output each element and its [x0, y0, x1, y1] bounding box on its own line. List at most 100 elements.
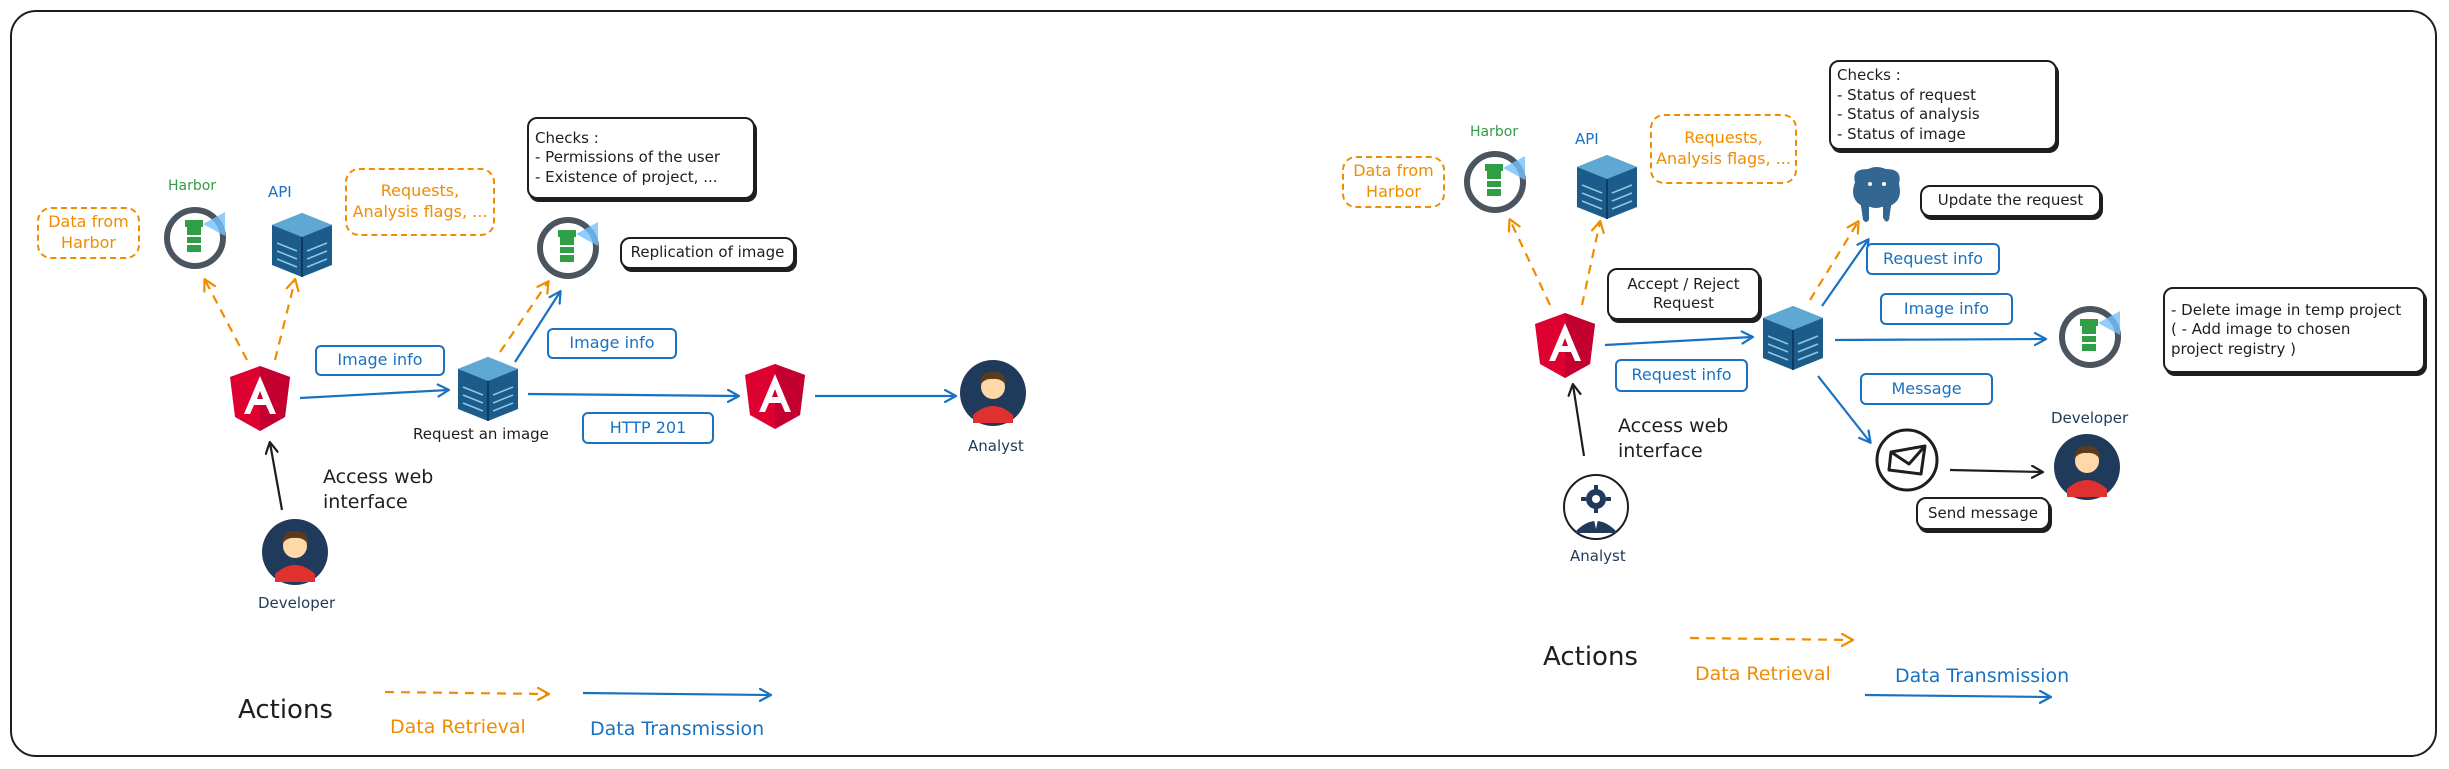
request-info-top-label: Request info [1882, 248, 1984, 268]
checks-line1: Checks : [535, 128, 599, 147]
developer-label-right: Developer [2051, 409, 2129, 427]
data-from-harbor-box-right: Data from Harbor [1342, 156, 1445, 208]
http-201-box: HTTP 201 [582, 412, 714, 444]
send-message-label: Send message [1928, 503, 2038, 522]
message-box: Message [1860, 373, 1993, 405]
arrow-frontend-to-harbor [205, 280, 248, 361]
data-from-harbor-line2: Harbor [61, 233, 116, 252]
harbor-icon [2059, 306, 2121, 368]
legend-right-retrieval: Data Retrieval [1695, 663, 1831, 685]
angular-icon [1535, 313, 1595, 378]
legend-left-retrieval-arrow [384, 692, 548, 694]
data-from-harbor-box: Data from Harbor [37, 207, 140, 259]
access-web-line2: interface [323, 491, 408, 513]
server-icon [458, 357, 518, 421]
image-info-box-2: Image info [547, 328, 677, 359]
request-image-label: Request an image [413, 425, 549, 443]
delete-image-line2: ( - Add image to chosen [2171, 320, 2351, 339]
image-info-box-1: Image info [315, 345, 445, 376]
data-from-harbor-right-line1: Data from [1353, 161, 1434, 181]
angular-icon [230, 366, 290, 431]
replication-label: Replication of image [630, 243, 785, 262]
analyst-label-right: Analyst [1570, 547, 1626, 565]
accept-reject-box: Accept / Reject Request [1607, 268, 1760, 320]
arrow-frontend-to-backend [299, 390, 448, 400]
arrow-frontend-to-harbor [1510, 220, 1551, 306]
http-201-label: HTTP 201 [609, 417, 687, 437]
arrow-backend-to-frontend2 [527, 394, 738, 396]
mail-icon [1875, 428, 1939, 492]
harbor-icon [537, 217, 599, 279]
arrow-frontend-to-api [1580, 222, 1600, 306]
api-label-right: API [1575, 130, 1599, 148]
analyst-label: Analyst [968, 437, 1024, 455]
legend-left-retrieval: Data Retrieval [390, 716, 526, 738]
legend-right-transmission: Data Transmission [1895, 665, 2070, 687]
request-info-box-top: Request info [1866, 243, 2000, 275]
arrow-frontend-to-api [273, 280, 295, 361]
legend-right-actions: Actions [1543, 642, 1638, 672]
access-web-right-line2: interface [1618, 440, 1703, 462]
harbor-icon [164, 207, 226, 269]
arrow-backend-to-harbor [1834, 339, 2045, 340]
postgres-icon [1851, 165, 1902, 224]
arrow-backend-to-harbor-replication [514, 292, 560, 363]
replication-box: Replication of image [620, 237, 795, 269]
checks-line3: - Existence of project, ... [535, 167, 718, 186]
diagram-frame [10, 10, 2437, 757]
checks-box: Checks : - Permissions of the user - Exi… [527, 117, 755, 199]
checks-right-line4: - Status of image [1837, 124, 1966, 143]
image-info-right-label: Image info [1903, 298, 1990, 318]
legend-left-transmission-arrow [582, 693, 770, 695]
harbor-icon [1464, 151, 1526, 213]
legend-left-transmission: Data Transmission [590, 718, 765, 740]
accept-reject-line2: Request [1653, 294, 1714, 312]
left-arrows [205, 280, 955, 511]
arrow-analyst-to-frontend [1573, 385, 1586, 457]
server-icon [272, 213, 332, 277]
arrow-mail-to-developer [1949, 470, 2042, 472]
data-from-harbor-right-line2: Harbor [1366, 182, 1421, 201]
checks-right-line3: - Status of analysis [1837, 105, 1980, 123]
legend-right-retrieval-arrow [1689, 638, 1852, 640]
right-arrows [1510, 220, 2045, 472]
requests-flags-box-right: Requests, Analysis flags, ... [1650, 114, 1797, 184]
api-label: API [268, 183, 292, 201]
arrow-frontend-to-backend [1604, 337, 1752, 347]
delete-image-line1: - Delete image in temp project [2171, 300, 2402, 319]
angular-icon [745, 364, 805, 429]
server-icon [1763, 306, 1823, 370]
image-info-label-1: Image info [337, 350, 423, 370]
harbor-label: Harbor [168, 178, 217, 194]
update-request-box: Update the request [1920, 185, 2101, 217]
arrow-backend-to-harbor-dashed [499, 282, 548, 353]
server-icon [1577, 155, 1637, 219]
analyst-gear-avatar [1563, 474, 1629, 540]
developer-label: Developer [258, 594, 336, 612]
harbor-label-right: Harbor [1470, 124, 1519, 140]
access-web-right-line1: Access web [1618, 415, 1729, 437]
requests-flags-line2: Analysis flags, ... [352, 202, 488, 221]
accept-reject-line1: Accept / Reject [1627, 274, 1740, 293]
legend-arrows [384, 638, 2050, 697]
request-info-bottom-label: Request info [1631, 365, 1732, 385]
arrow-backend-to-request-info [1821, 240, 1868, 307]
image-info-label-2: Image info [569, 333, 655, 353]
requests-flags-line1: Requests, [380, 181, 460, 201]
message-label: Message [1891, 378, 1962, 398]
developer-avatar [262, 519, 328, 585]
send-message-box: Send message [1916, 497, 2050, 530]
checks-right-line1: Checks : [1837, 66, 1901, 84]
checks-right-line2: - Status of request [1837, 85, 1976, 104]
image-info-box-right: Image info [1880, 293, 2013, 325]
developer-avatar [2054, 434, 2120, 500]
checks-box-right: Checks : - Status of request - Status of… [1829, 60, 2057, 150]
legend-left-actions: Actions [238, 695, 333, 725]
delete-image-line3: project registry ) [2171, 339, 2296, 358]
requests-flags-right-line2: Analysis flags, ... [1656, 149, 1791, 168]
data-from-harbor-line1: Data from [48, 212, 129, 232]
legend-right-transmission-arrow [1864, 695, 2050, 697]
analyst-avatar [960, 360, 1026, 426]
arrow-backend-to-mail [1817, 375, 1870, 442]
